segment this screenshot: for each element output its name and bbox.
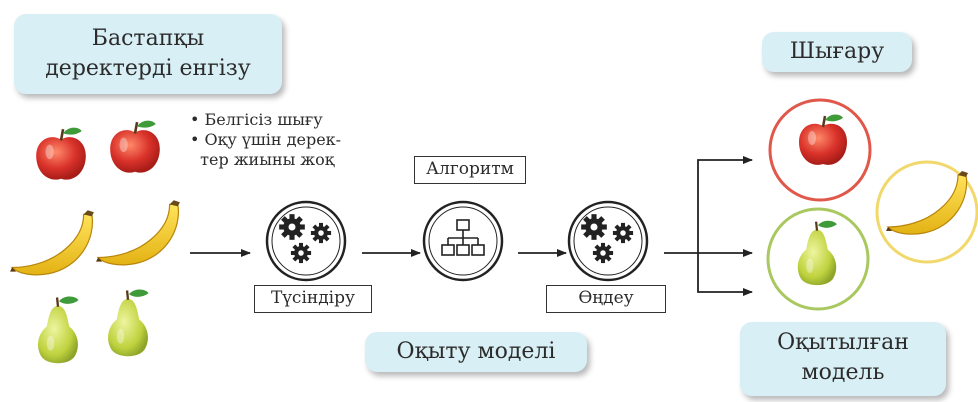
arrow-to-lower-output bbox=[697, 253, 753, 296]
conditions-list: • Белгісіз шығу • Оқу үшін дерек- тер жи… bbox=[190, 110, 341, 170]
interpret-gears-icon bbox=[265, 200, 347, 282]
banana-icon bbox=[95, 199, 181, 266]
bullet-text-no-dataset-2: тер жиыны жоқ bbox=[200, 150, 335, 169]
output-bubble: Шығару bbox=[762, 32, 912, 72]
input-fruits bbox=[9, 119, 181, 365]
interpret-label: Түсіндіру bbox=[254, 285, 372, 313]
apple-icon bbox=[34, 126, 88, 181]
trained-model-bubble: Оқытылған модель bbox=[740, 322, 946, 396]
bullet-text-no-dataset-1: Оқу үшін дерек- bbox=[204, 130, 342, 149]
apple-icon bbox=[797, 113, 849, 167]
trained-bubble-line1: Оқытылған bbox=[777, 330, 909, 355]
pear-icon bbox=[36, 295, 80, 365]
algorithm-label: Алгоритм bbox=[414, 156, 526, 184]
input-bubble-line2: деректерді енгізу bbox=[45, 56, 251, 81]
algorithm-flowchart-icon bbox=[422, 200, 504, 282]
banana-icon bbox=[9, 209, 95, 276]
bullet-item-cont: тер жиыны жоқ bbox=[190, 150, 341, 170]
output-banana-ring bbox=[875, 160, 978, 264]
output-apple-ring bbox=[768, 98, 872, 202]
banana-icon bbox=[885, 170, 969, 235]
trained-bubble-line2: модель bbox=[801, 360, 885, 385]
pear-icon bbox=[796, 219, 839, 287]
input-bubble-line1: Бастапқы bbox=[91, 26, 205, 51]
process-label: Өңдеу bbox=[546, 285, 666, 313]
training-model-bubble: Оқыту моделі bbox=[365, 332, 587, 372]
arrow-to-apple-output bbox=[697, 156, 753, 253]
process-gears-icon bbox=[567, 200, 649, 282]
pear-icon bbox=[106, 288, 150, 358]
bullet-text-unknown-output: Белгісіз шығу bbox=[204, 110, 323, 129]
output-pear-ring bbox=[766, 207, 870, 311]
input-data-bubble: Бастапқы деректерді енгізу bbox=[14, 14, 282, 94]
bullet-item: • Белгісіз шығу bbox=[190, 110, 323, 129]
apple-icon bbox=[108, 119, 162, 174]
bullet-item: • Оқу үшін дерек- bbox=[190, 130, 342, 149]
